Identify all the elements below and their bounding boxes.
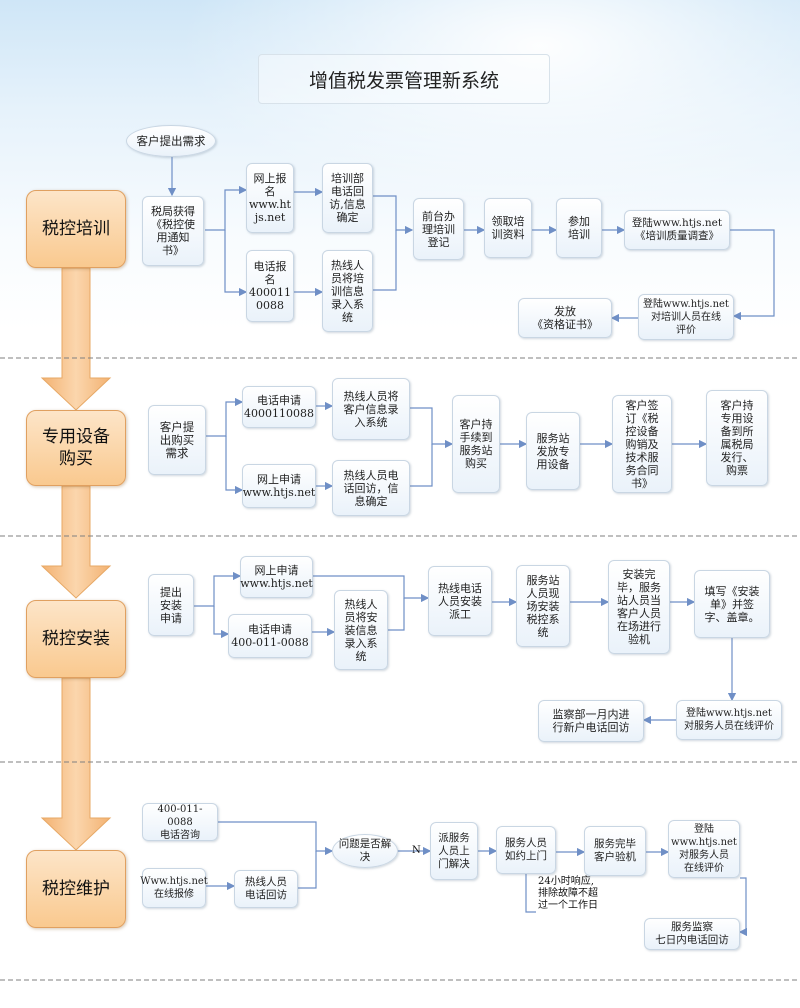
node-dispatch-service: 派服务 人员上 门解决 <box>430 822 478 880</box>
node-install-acceptance: 安装完 毕，服务 站人员当 客户人员 在场进行 验机 <box>608 560 670 654</box>
node-problem-solved-decision: 问题是否解决 <box>332 834 398 868</box>
stage-arrow-1 <box>40 267 112 411</box>
node-fill-install-form: 填写《安装 单》并签 字、盖章。 <box>694 570 770 638</box>
node-online-register: 网上报 名 www.ht js.net <box>246 163 294 233</box>
stage-tax-control-training: 税控培训 <box>26 190 126 268</box>
node-tax-notice: 税局获得 《税控使 用通知 书》 <box>142 196 204 266</box>
node-sign-contract: 客户签 订《税 控设备 购销及 技术服 务合同 书》 <box>612 395 672 493</box>
node-online-repair: Www.htjs.net 在线报修 <box>140 868 208 908</box>
stage-equipment-purchase: 专用设备 购买 <box>26 410 126 486</box>
node-install-hotline-entry: 热线人 员将安 装信息 录入系 统 <box>334 590 388 670</box>
node-maintain-online-eval: 登陆 www.htjs.net 对服务人员 在线评价 <box>668 820 740 878</box>
node-station-issue-device: 服务站 发放专 用设备 <box>526 412 580 490</box>
node-maintain-acceptance: 服务完毕 客户验机 <box>584 826 646 876</box>
stage-arrow-2 <box>40 485 112 599</box>
node-onsite-install: 服务站 人员现 场安装 税控系 统 <box>516 565 570 647</box>
node-install-supervision: 监察部一月内进 行新户电话回访 <box>538 700 644 742</box>
node-equipment-hotline-callback: 热线人员电 话回访，信 息确定 <box>332 460 410 516</box>
stage-tax-control-install: 税控安装 <box>26 600 126 678</box>
stage-arrow-3 <box>40 677 112 851</box>
node-hotline-training-entry: 热线人 员将培 训信息 录入系 统 <box>322 250 373 332</box>
node-maintain-hotline-callback: 热线人员 电话回访 <box>234 870 298 908</box>
node-invoice-issue: 客户持 专用设 备到所 属税局 发行、 购票 <box>706 390 768 486</box>
node-training-online-eval: 登陆www.htjs.net 对培训人员在线 评价 <box>638 294 734 340</box>
node-install-dispatch: 热线电话 人员安装 派工 <box>428 566 492 636</box>
node-training-callback: 培训部 电话回 访,信息 确定 <box>322 163 373 233</box>
decision-no-label: N <box>412 845 421 856</box>
node-certificate: 发放 《资格证书》 <box>518 298 612 338</box>
node-response-note: 24小时响应, 排除故障不超 过一个工作日 <box>538 876 598 911</box>
node-attend-training: 参加 培训 <box>556 198 602 258</box>
node-install-online-eval: 登陆www.htjs.net 对服务人员在线评价 <box>676 700 782 740</box>
node-maintain-supervision: 服务监察 七日内电话回访 <box>644 918 740 950</box>
node-phone-register: 电话报 名 400011 0088 <box>246 250 294 322</box>
node-service-visit: 服务人员 如约上门 <box>496 826 556 874</box>
node-training-survey: 登陆www.htjs.net 《培训质量调查》 <box>624 210 730 250</box>
node-customer-request: 客户提出需求 <box>126 125 216 157</box>
node-phone-consult: 400-011-0088 电话咨询 <box>142 803 218 841</box>
node-equipment-online-apply: 网上申请 www.htjs.net <box>242 464 316 508</box>
node-purchase-request: 客户提 出购买 需求 <box>148 405 206 475</box>
node-install-phone-apply: 电话申请 400-011-0088 <box>228 614 312 658</box>
node-install-request: 提出 安装 申请 <box>148 574 194 636</box>
node-install-online-apply: 网上申请 www.htjs.net <box>240 556 313 598</box>
stage-tax-control-maintenance: 税控维护 <box>26 850 126 928</box>
node-get-materials: 领取培 训资料 <box>484 198 532 258</box>
node-go-to-station: 客户持 手续到 服务站 购买 <box>452 395 500 493</box>
node-front-desk-register: 前台办 理培训 登记 <box>413 198 464 260</box>
node-equipment-phone-apply: 电话申请 4000110088 <box>242 386 316 428</box>
page-title: 增值税发票管理新系统 <box>258 54 550 104</box>
node-equipment-hotline-entry: 热线人员将 客户信息录 入系统 <box>332 378 410 440</box>
